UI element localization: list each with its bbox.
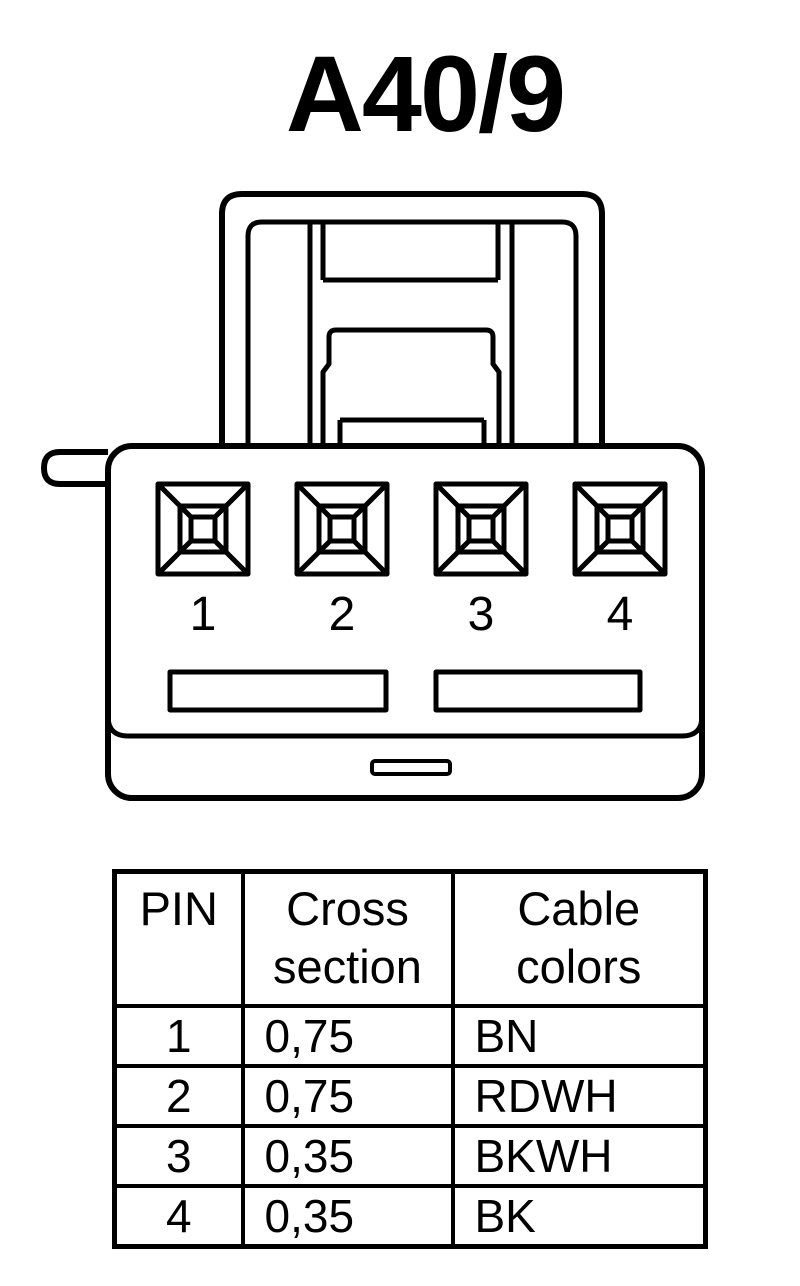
pin-label-2: 2 — [329, 588, 356, 641]
cell-cable-color: BK — [450, 1184, 708, 1249]
cell-cross-section: 0,35 — [240, 1184, 455, 1249]
cell-cable-color: BKWH — [450, 1124, 708, 1188]
cell-cross-section: 0,75 — [240, 1004, 455, 1068]
lower-slot-right — [433, 669, 643, 713]
header-cable-colors: Cable colors — [450, 869, 708, 1008]
cell-pin: 2 — [112, 1064, 245, 1128]
pin-cavity-3 — [433, 481, 529, 577]
cell-cable-color: BN — [450, 1004, 708, 1068]
pin-cavity-1 — [155, 481, 251, 577]
cell-pin: 4 — [112, 1184, 245, 1249]
lower-slot-left — [167, 669, 389, 713]
pin-label-1: 1 — [190, 588, 217, 641]
latch-housing — [219, 191, 605, 446]
side-tab — [41, 449, 108, 487]
pin-label-4: 4 — [607, 588, 634, 641]
table-row: 3 0,35 BKWH — [112, 1124, 708, 1188]
connector-title: A40/9 — [285, 33, 566, 154]
header-cross-section: Cross section — [240, 869, 455, 1008]
table-row: 1 0,75 BN — [112, 1004, 708, 1068]
pin-label-3: 3 — [468, 588, 495, 641]
table-row: 4 0,35 BK — [112, 1184, 708, 1249]
cell-cross-section: 0,35 — [240, 1124, 455, 1188]
pin-cavity-4 — [572, 481, 668, 577]
latch-tongue — [307, 222, 515, 446]
header-pin: PIN — [112, 869, 245, 1008]
cell-pin: 3 — [112, 1124, 245, 1188]
cell-pin: 1 — [112, 1004, 245, 1068]
table-header-row: PIN Cross section Cable colors — [112, 869, 708, 1008]
cell-cross-section: 0,75 — [240, 1064, 455, 1128]
cell-cable-color: RDWH — [450, 1064, 708, 1128]
table-row: 2 0,75 RDWH — [112, 1064, 708, 1128]
pin-assignment-table: PIN Cross section Cable colors 1 0,75 BN… — [112, 869, 708, 1249]
bottom-notch — [370, 759, 452, 776]
connector-diagram: 1 2 3 4 — [41, 191, 705, 801]
pin-cavity-2 — [294, 481, 390, 577]
